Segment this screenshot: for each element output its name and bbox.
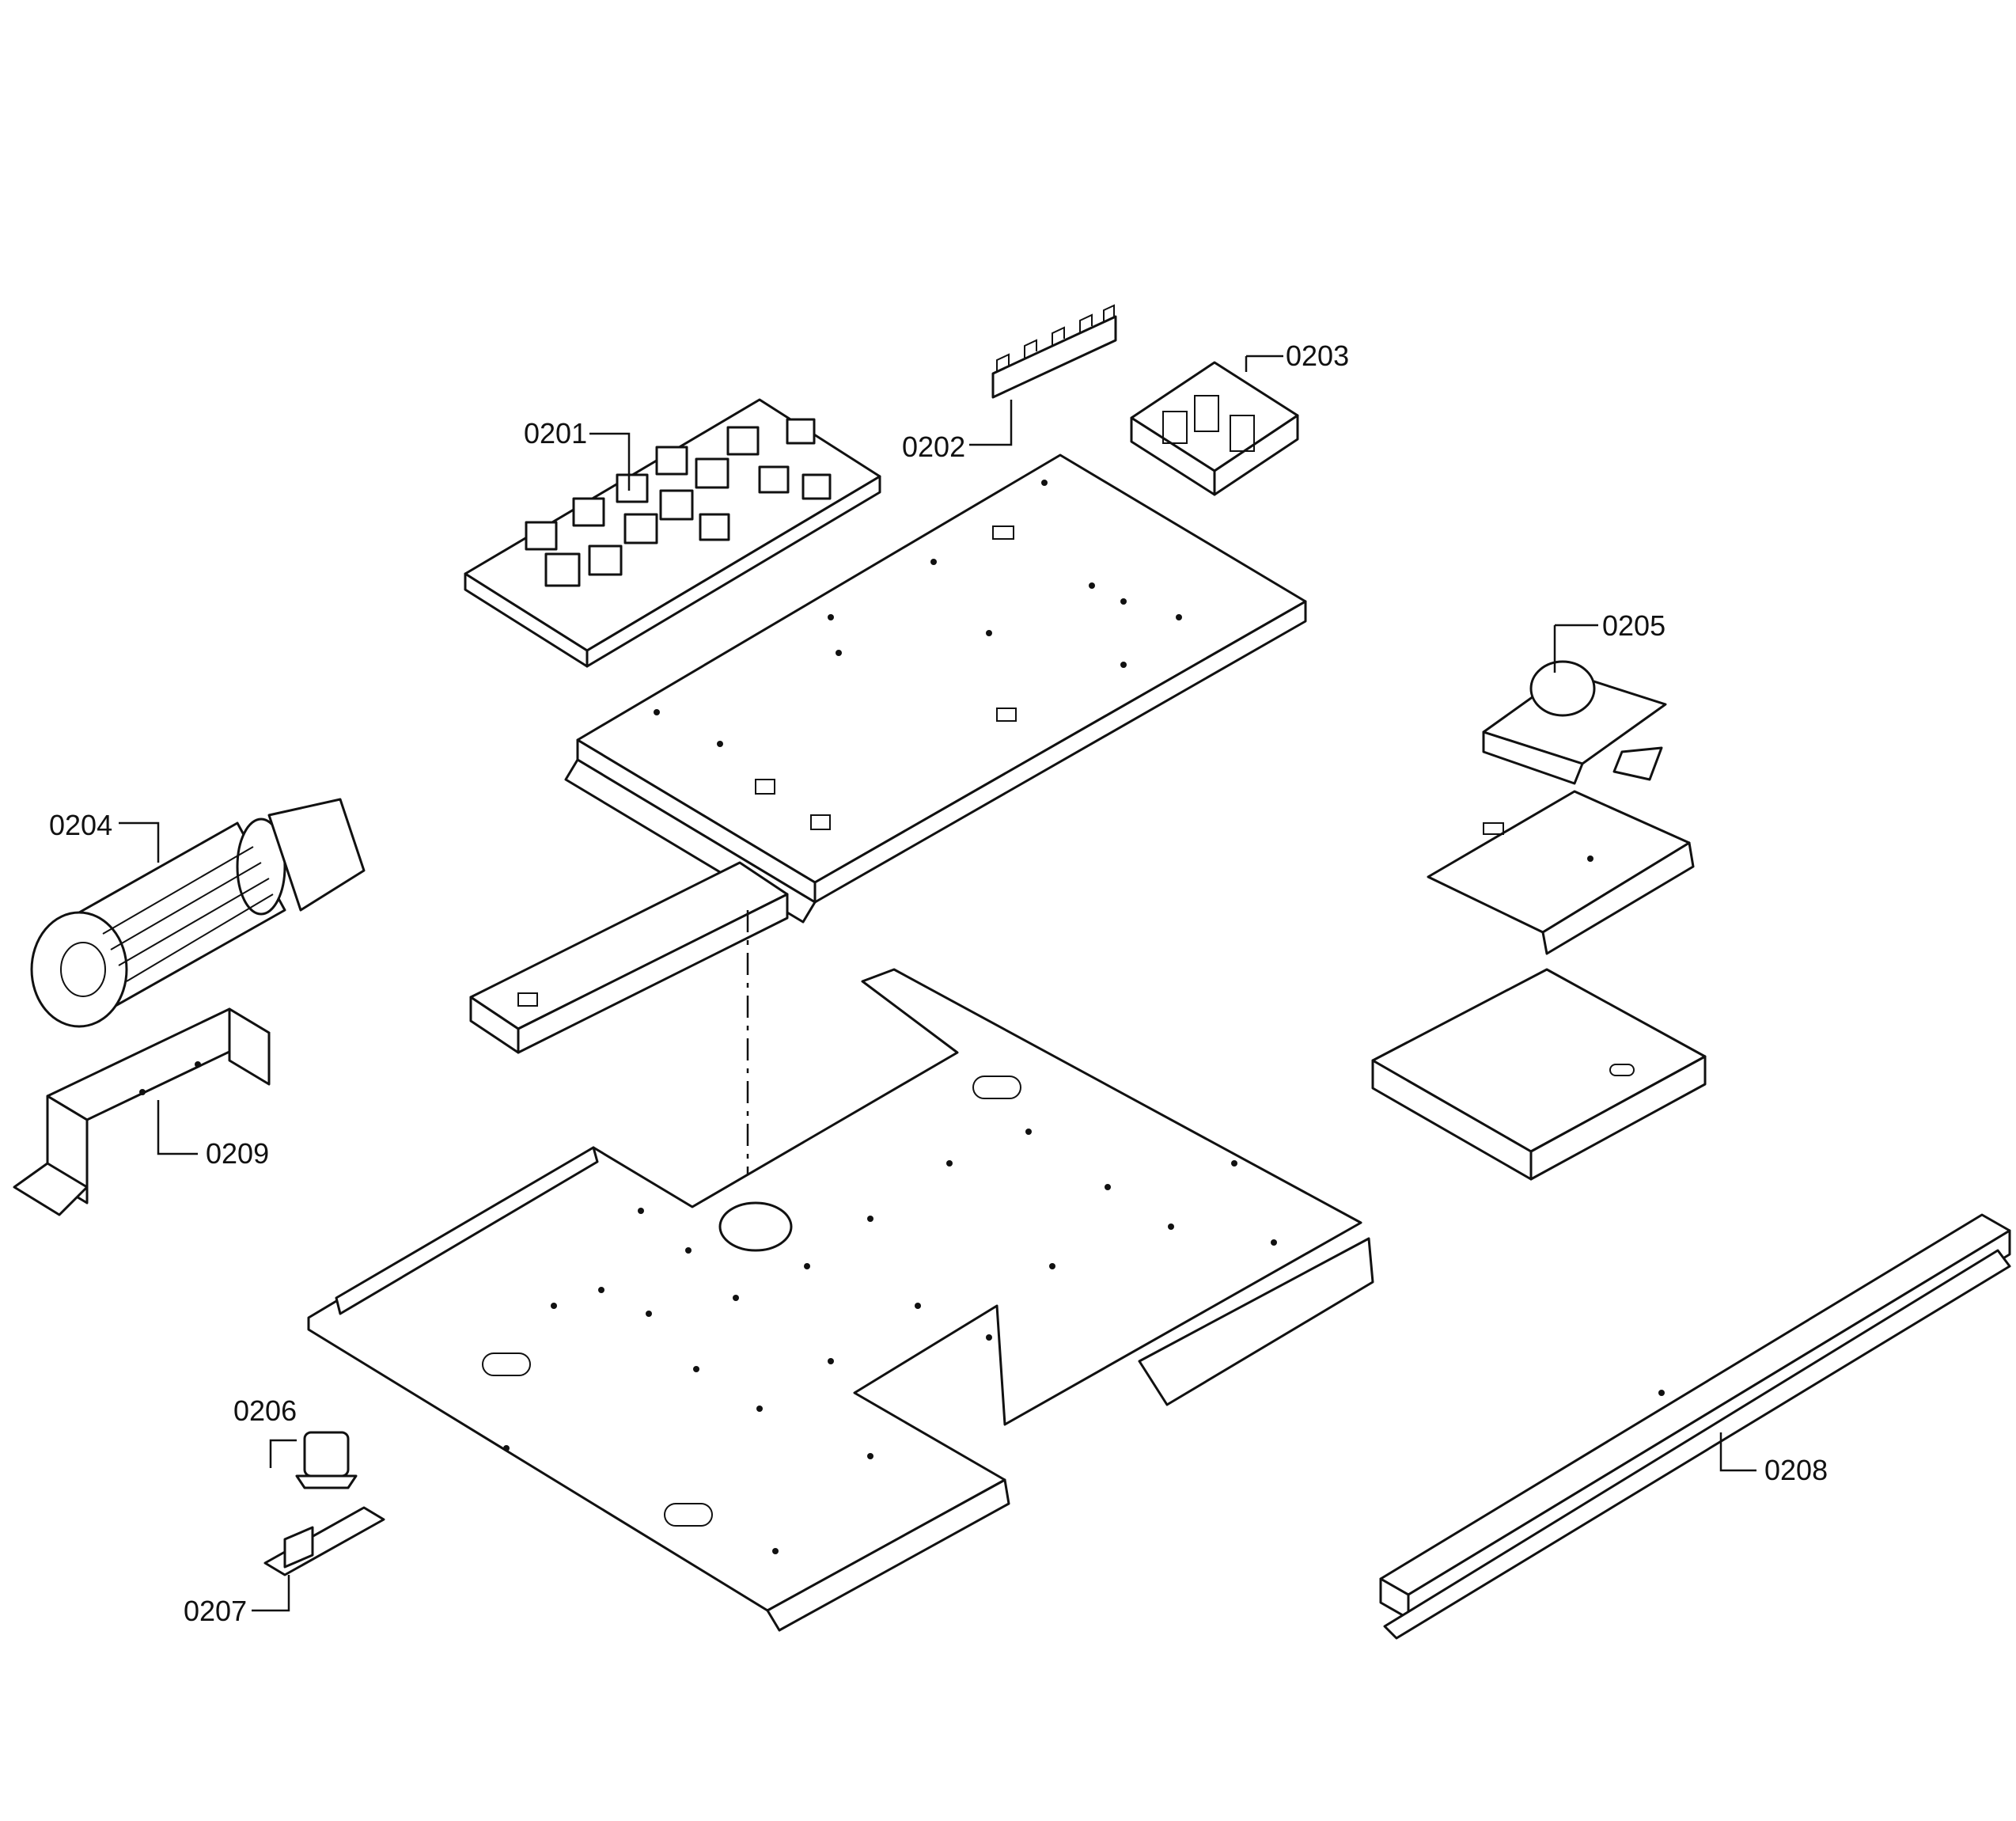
part-0205-timer-motor: [1482, 660, 1667, 785]
callout-0208: 0208: [1764, 1454, 1828, 1486]
callout-0209: 0209: [206, 1137, 269, 1170]
callout-0204: 0204: [49, 809, 112, 841]
callout-0207: 0207: [184, 1595, 247, 1627]
callout-0206: 0206: [233, 1394, 297, 1427]
callout-0205: 0205: [1602, 609, 1665, 642]
callout-0203: 0203: [1286, 340, 1349, 372]
part-0201-control-board: [464, 398, 881, 668]
part-0203-connector-block: [1130, 361, 1299, 496]
right-lower-tray: [1371, 968, 1707, 1181]
part-0202-terminal-block: [991, 304, 1117, 399]
callout-0201: 0201: [524, 417, 587, 450]
part-0208-rail: [1379, 1213, 2011, 1640]
part-0209-fan-bracket: [13, 1007, 271, 1216]
right-upper-plate: [1427, 790, 1695, 955]
duct-bracket: [469, 861, 789, 1054]
part-0204-convection-fan: [30, 798, 366, 1028]
callout-0202: 0202: [902, 431, 965, 463]
leader-lines: [119, 355, 1756, 1612]
base-plate: [307, 968, 1374, 1632]
part-0207-mount-bracket: [263, 1506, 385, 1576]
part-0206-thermostat: [295, 1431, 358, 1489]
